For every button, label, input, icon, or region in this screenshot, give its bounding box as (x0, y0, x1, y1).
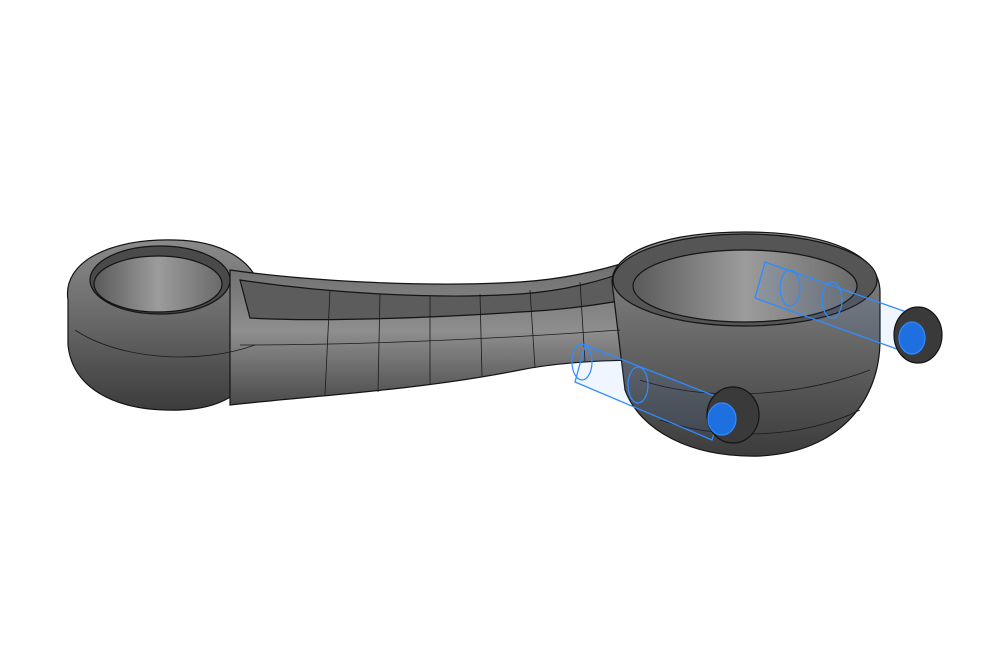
big-end-bore (632, 249, 858, 323)
bolt-rear (754, 261, 943, 364)
small-end-bore-inner (93, 255, 223, 313)
surface-edges (74, 281, 871, 435)
bolt-front (571, 343, 760, 444)
connecting-rod-model[interactable] (66, 231, 943, 457)
